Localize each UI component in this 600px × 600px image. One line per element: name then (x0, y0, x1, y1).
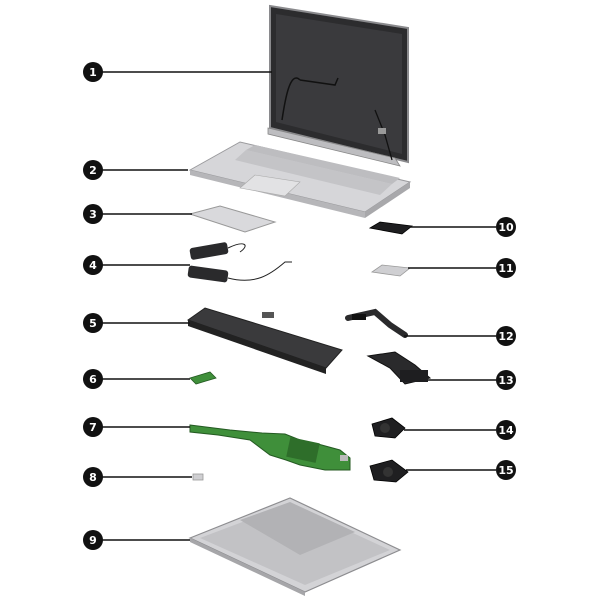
callout-14-label: 14 (498, 424, 514, 437)
callout-2-label: 2 (89, 164, 97, 177)
callout-15-label: 15 (498, 464, 513, 477)
callout-2[interactable]: 2 (83, 160, 103, 180)
bottom-cover (188, 497, 402, 596)
callout-15[interactable]: 15 (496, 460, 516, 480)
system-board (189, 424, 351, 471)
fan-upper (371, 417, 406, 439)
drive-bracket (370, 264, 412, 277)
display-assembly (267, 4, 409, 167)
callout-3-label: 3 (89, 208, 97, 221)
callout-5-label: 5 (89, 317, 97, 330)
callout-4-label: 4 (89, 259, 97, 272)
callout-5[interactable]: 5 (83, 313, 103, 333)
callout-1-label: 1 (89, 66, 97, 79)
callout-11[interactable]: 11 (496, 258, 516, 278)
callout-9[interactable]: 9 (83, 530, 103, 550)
callout-8-label: 8 (89, 471, 97, 484)
callout-11-label: 11 (498, 262, 513, 275)
speakers (187, 242, 292, 283)
callout-13-label: 13 (498, 374, 513, 387)
battery (186, 307, 343, 374)
callout-3[interactable]: 3 (83, 204, 103, 224)
callout-14[interactable]: 14 (496, 420, 516, 440)
touchpad (188, 205, 277, 233)
callout-9-label: 9 (89, 534, 97, 547)
callout-13[interactable]: 13 (496, 370, 516, 390)
callout-8[interactable]: 8 (83, 467, 103, 487)
solid-state-drive (368, 221, 413, 235)
fan-lower (369, 459, 409, 483)
callout-12[interactable]: 12 (496, 326, 516, 346)
callout-10[interactable]: 10 (496, 217, 516, 237)
heat-sink (366, 351, 432, 385)
callout-1[interactable]: 1 (83, 62, 103, 82)
callout-7[interactable]: 7 (83, 417, 103, 437)
callout-7-label: 7 (89, 421, 97, 434)
callouts: 1 2 3 4 5 6 7 8 (83, 62, 516, 550)
callout-6[interactable]: 6 (83, 369, 103, 389)
leader-lines (102, 71, 496, 541)
callout-6-label: 6 (89, 373, 97, 386)
top-cover-keyboard (188, 141, 412, 218)
heat-pipe (345, 308, 408, 338)
small-board (189, 371, 217, 385)
callout-10-label: 10 (498, 221, 514, 234)
small-bracket (192, 473, 204, 481)
callout-4[interactable]: 4 (83, 255, 103, 275)
callout-12-label: 12 (498, 330, 513, 343)
